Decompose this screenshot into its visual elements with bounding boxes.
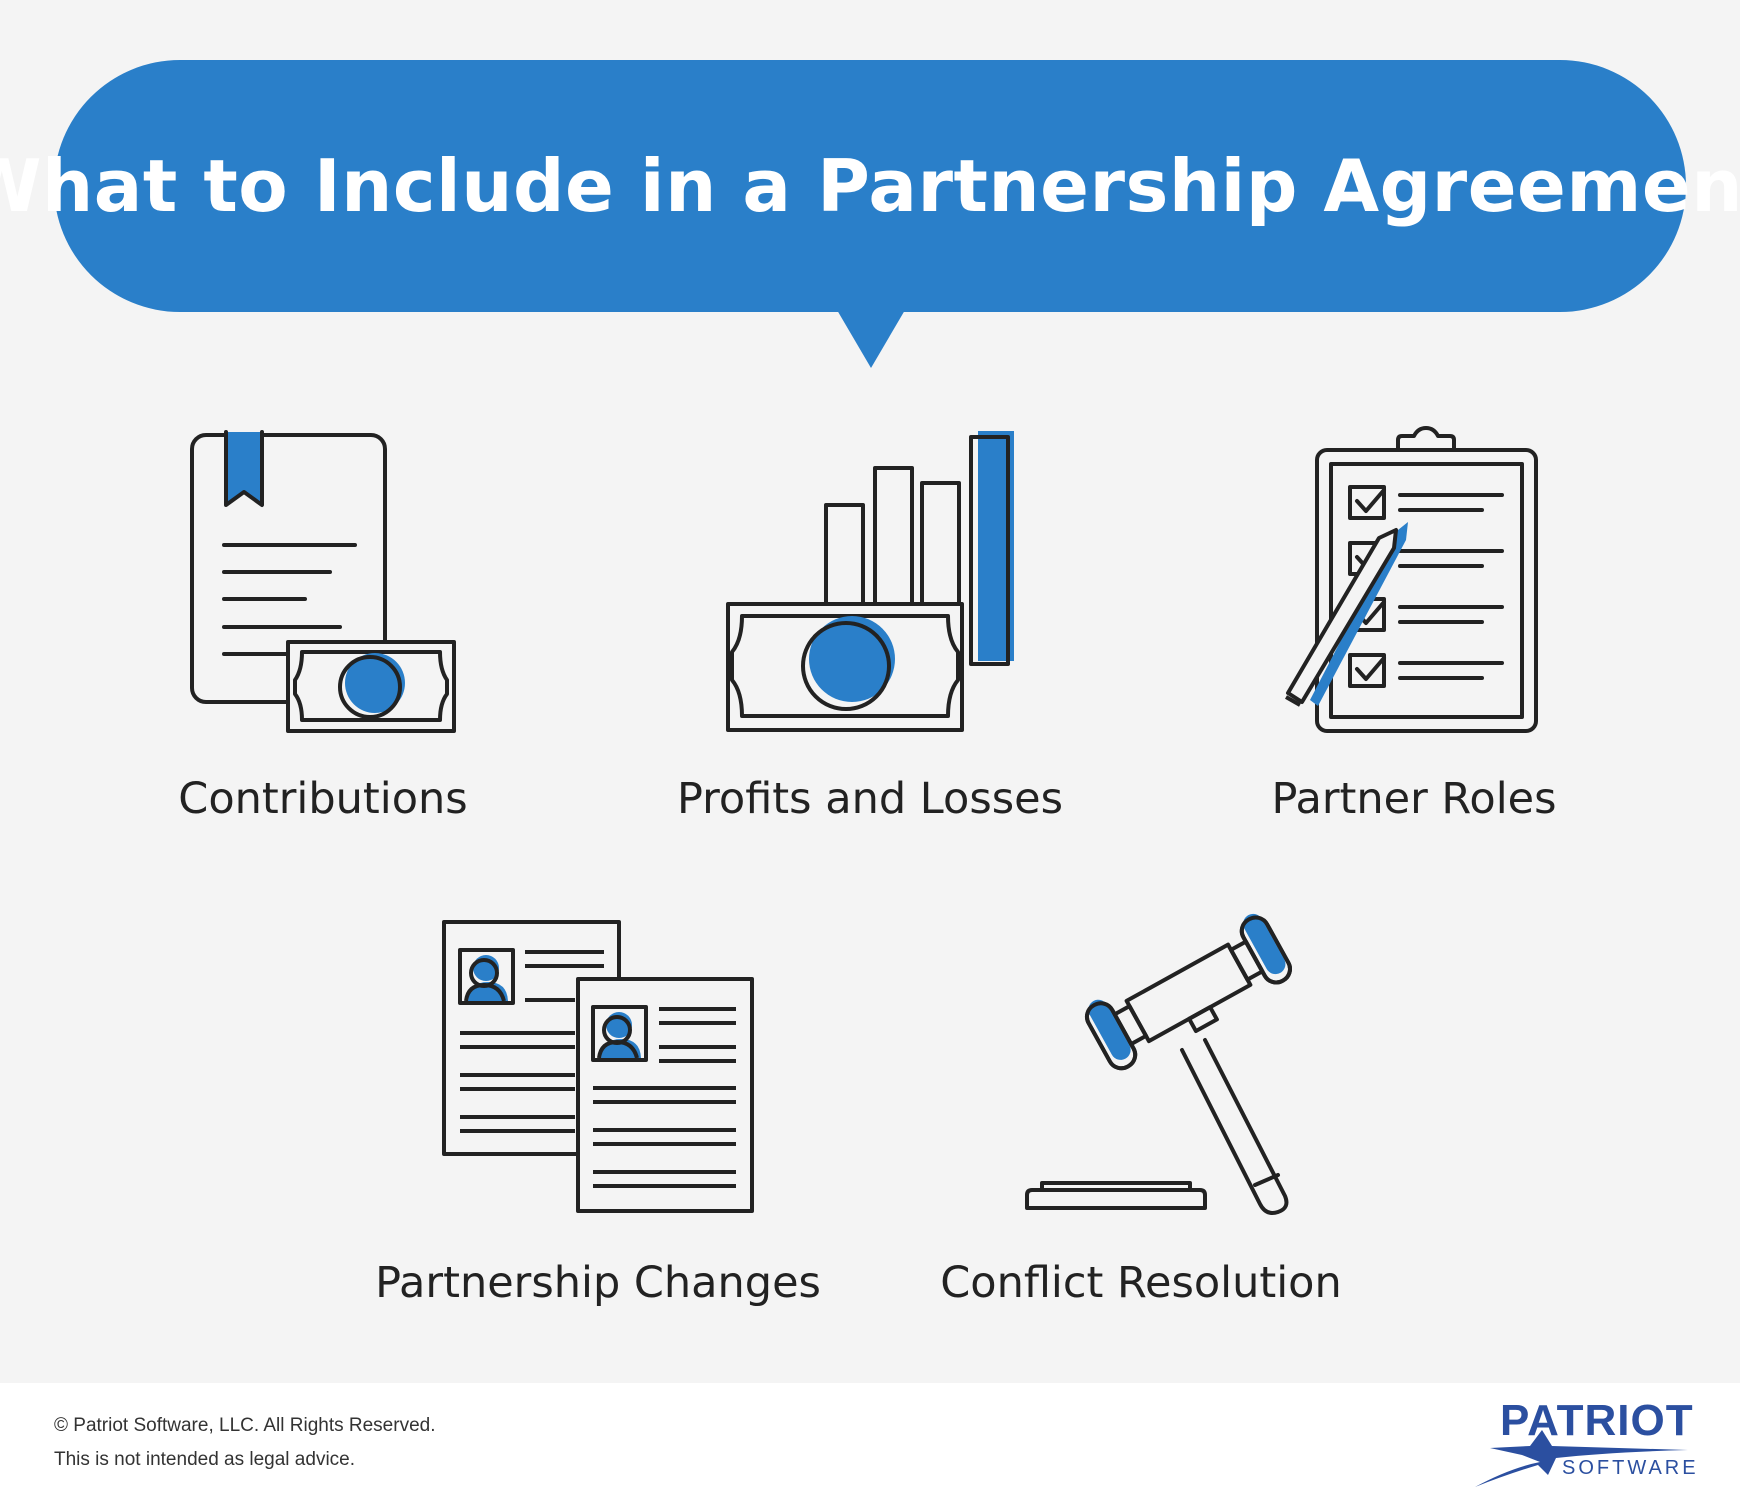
item-label: Profits and Losses (677, 774, 1063, 824)
copyright-text: © Patriot Software, LLC. All Rights Rese… (54, 1415, 436, 1436)
page-title: What to Include in a Partnership Agreeme… (0, 144, 1740, 228)
item-label: Partnership Changes (375, 1258, 821, 1308)
item-label: Conflict Resolution (940, 1258, 1342, 1308)
brand-name: PATRIOT (1500, 1396, 1694, 1445)
disclaimer-text: This is not intended as legal advice. (54, 1449, 356, 1470)
brand-sub: SOFTWARE (1562, 1457, 1699, 1479)
banner-pointer (837, 310, 905, 368)
item-label: Partner Roles (1271, 774, 1557, 824)
item-label: Contributions (178, 774, 468, 824)
footer (0, 1383, 1740, 1509)
title-banner: What to Include in a Partnership Agreeme… (0, 60, 1740, 312)
